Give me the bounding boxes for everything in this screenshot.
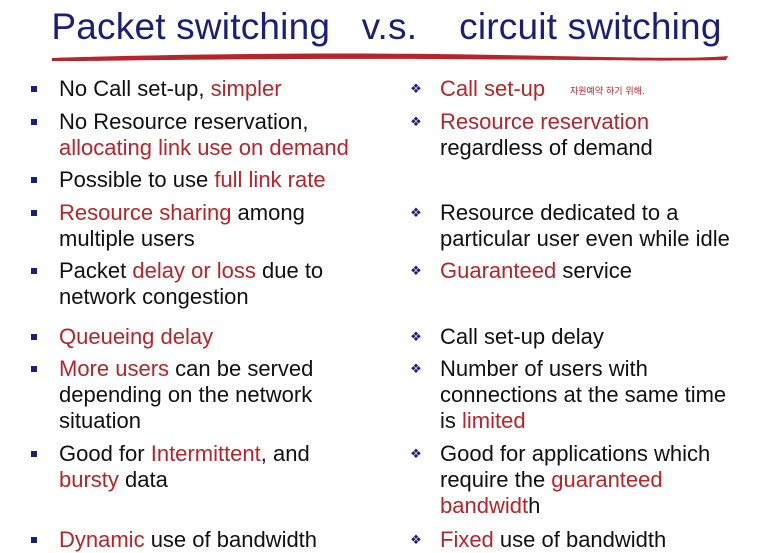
text-segment: Call set-up delay <box>440 324 604 349</box>
slide-title: Packet switching v.s. circuit switching <box>51 6 722 47</box>
text-segment: multiple users <box>59 226 195 251</box>
bullet-line: allocating link use on demand <box>59 135 349 161</box>
text-segment: Good for applications which <box>440 441 711 466</box>
text-segment: Resource dedicated to a <box>440 200 679 225</box>
bullet-line: Possible to use full link rate <box>59 167 326 193</box>
highlighted-text: full link rate <box>214 167 326 192</box>
text-segment: particular user even while idle <box>440 226 730 251</box>
highlighted-text: delay or loss <box>132 258 256 283</box>
text-segment: Good for <box>59 441 151 466</box>
text-segment: h <box>528 493 541 518</box>
highlighted-text: Queueing delay <box>59 324 214 349</box>
text-segment: connections at the same time <box>440 382 727 407</box>
bullet-line: Packet delay or loss due to <box>59 258 323 284</box>
text-segment: require the <box>440 467 552 492</box>
square-bullet-icon <box>31 451 37 457</box>
bullet-line: Resource sharing among <box>59 200 305 226</box>
highlighted-text: Dynamic <box>59 527 145 552</box>
text-segment: Possible to use <box>59 167 215 192</box>
text-segment: use of bandwidth <box>493 527 667 552</box>
diamond-bullet-icon: ❖ <box>410 263 422 278</box>
text-segment: situation <box>59 408 141 433</box>
text-segment: depending on the network <box>59 382 313 407</box>
bullet-line: depending on the network <box>59 382 312 408</box>
bullet-line: Resource dedicated to a <box>440 200 679 226</box>
bullet-line: require the guaranteed <box>440 467 663 493</box>
text-segment: data <box>118 467 168 492</box>
bullet-line: Queueing delay <box>59 324 213 350</box>
bullet-line: is limited <box>440 408 526 434</box>
text-segment: use of bandwidth <box>144 527 318 552</box>
square-bullet-icon <box>31 334 37 340</box>
highlighted-text: bursty <box>59 467 119 492</box>
bullet-line: Resource reservation <box>440 109 649 135</box>
diamond-bullet-icon: ❖ <box>410 446 422 461</box>
highlighted-text: Fixed <box>440 527 494 552</box>
highlighted-text: simpler <box>210 76 282 101</box>
diamond-bullet-icon: ❖ <box>410 329 422 344</box>
diamond-bullet-icon: ❖ <box>410 532 422 547</box>
square-bullet-icon <box>31 210 37 216</box>
bullet-line: bursty data <box>59 467 168 493</box>
bullet-line: Call set-up delay <box>440 324 604 350</box>
text-segment: among <box>231 200 305 225</box>
bullet-line: Number of users with <box>440 356 648 382</box>
bullet-line: Dynamic use of bandwidth <box>59 527 317 553</box>
handwritten-note: 자원예약 하기 위해. <box>570 87 645 97</box>
diamond-bullet-icon: ❖ <box>410 81 422 96</box>
text-segment: network congestion <box>59 284 249 309</box>
highlighted-text: More users <box>59 356 170 381</box>
title-underline <box>52 53 728 61</box>
highlighted-text: Resource sharing <box>59 200 232 225</box>
square-bullet-icon <box>31 268 37 274</box>
text-segment: No Resource reservation, <box>59 109 309 134</box>
bullet-line: multiple users <box>59 226 195 252</box>
text-segment: Number of users with <box>440 356 648 381</box>
bullet-line: No Resource reservation, <box>59 109 308 135</box>
bullet-line: Good for applications which <box>440 441 710 467</box>
text-segment: regardless of demand <box>440 135 653 160</box>
highlighted-text: Resource reservation <box>440 109 650 134</box>
text-segment: , and <box>260 441 310 466</box>
diamond-bullet-icon: ❖ <box>410 205 422 220</box>
text-segment: is <box>440 408 462 433</box>
bullet-line: Good for Intermittent, and <box>59 441 310 467</box>
square-bullet-icon <box>31 177 37 183</box>
highlighted-text: bandwidt <box>440 493 529 518</box>
text-segment: No Call set-up, <box>59 76 211 101</box>
square-bullet-icon <box>31 86 37 92</box>
bullet-line: More users can be served <box>59 356 313 382</box>
bullet-line: Fixed use of bandwidth <box>440 527 666 553</box>
highlighted-text: limited <box>462 408 526 433</box>
highlighted-text: allocating link use on demand <box>59 135 349 160</box>
text-segment: Packet <box>59 258 133 283</box>
bullet-line: network congestion <box>59 284 249 310</box>
highlighted-text: Guaranteed <box>440 258 557 283</box>
highlighted-text: Call set-up <box>440 76 546 101</box>
diamond-bullet-icon: ❖ <box>410 361 422 376</box>
diamond-bullet-icon: ❖ <box>410 114 422 129</box>
bullet-line: No Call set-up, simpler <box>59 76 282 102</box>
square-bullet-icon <box>31 366 37 372</box>
bullet-line: Call set-up <box>440 76 545 102</box>
bullet-line: bandwidth <box>440 493 540 519</box>
text-segment: service <box>556 258 632 283</box>
text-segment: can be served <box>169 356 314 381</box>
bullet-line: particular user even while idle <box>440 226 730 252</box>
square-bullet-icon <box>31 119 37 125</box>
square-bullet-icon <box>31 537 37 543</box>
bullet-line: Guaranteed service <box>440 258 632 284</box>
highlighted-text: Intermittent <box>150 441 261 466</box>
bullet-line: situation <box>59 408 141 434</box>
bullet-line: connections at the same time <box>440 382 726 408</box>
text-segment: due to <box>255 258 324 283</box>
bullet-line: regardless of demand <box>440 135 653 161</box>
highlighted-text: guaranteed <box>551 467 663 492</box>
